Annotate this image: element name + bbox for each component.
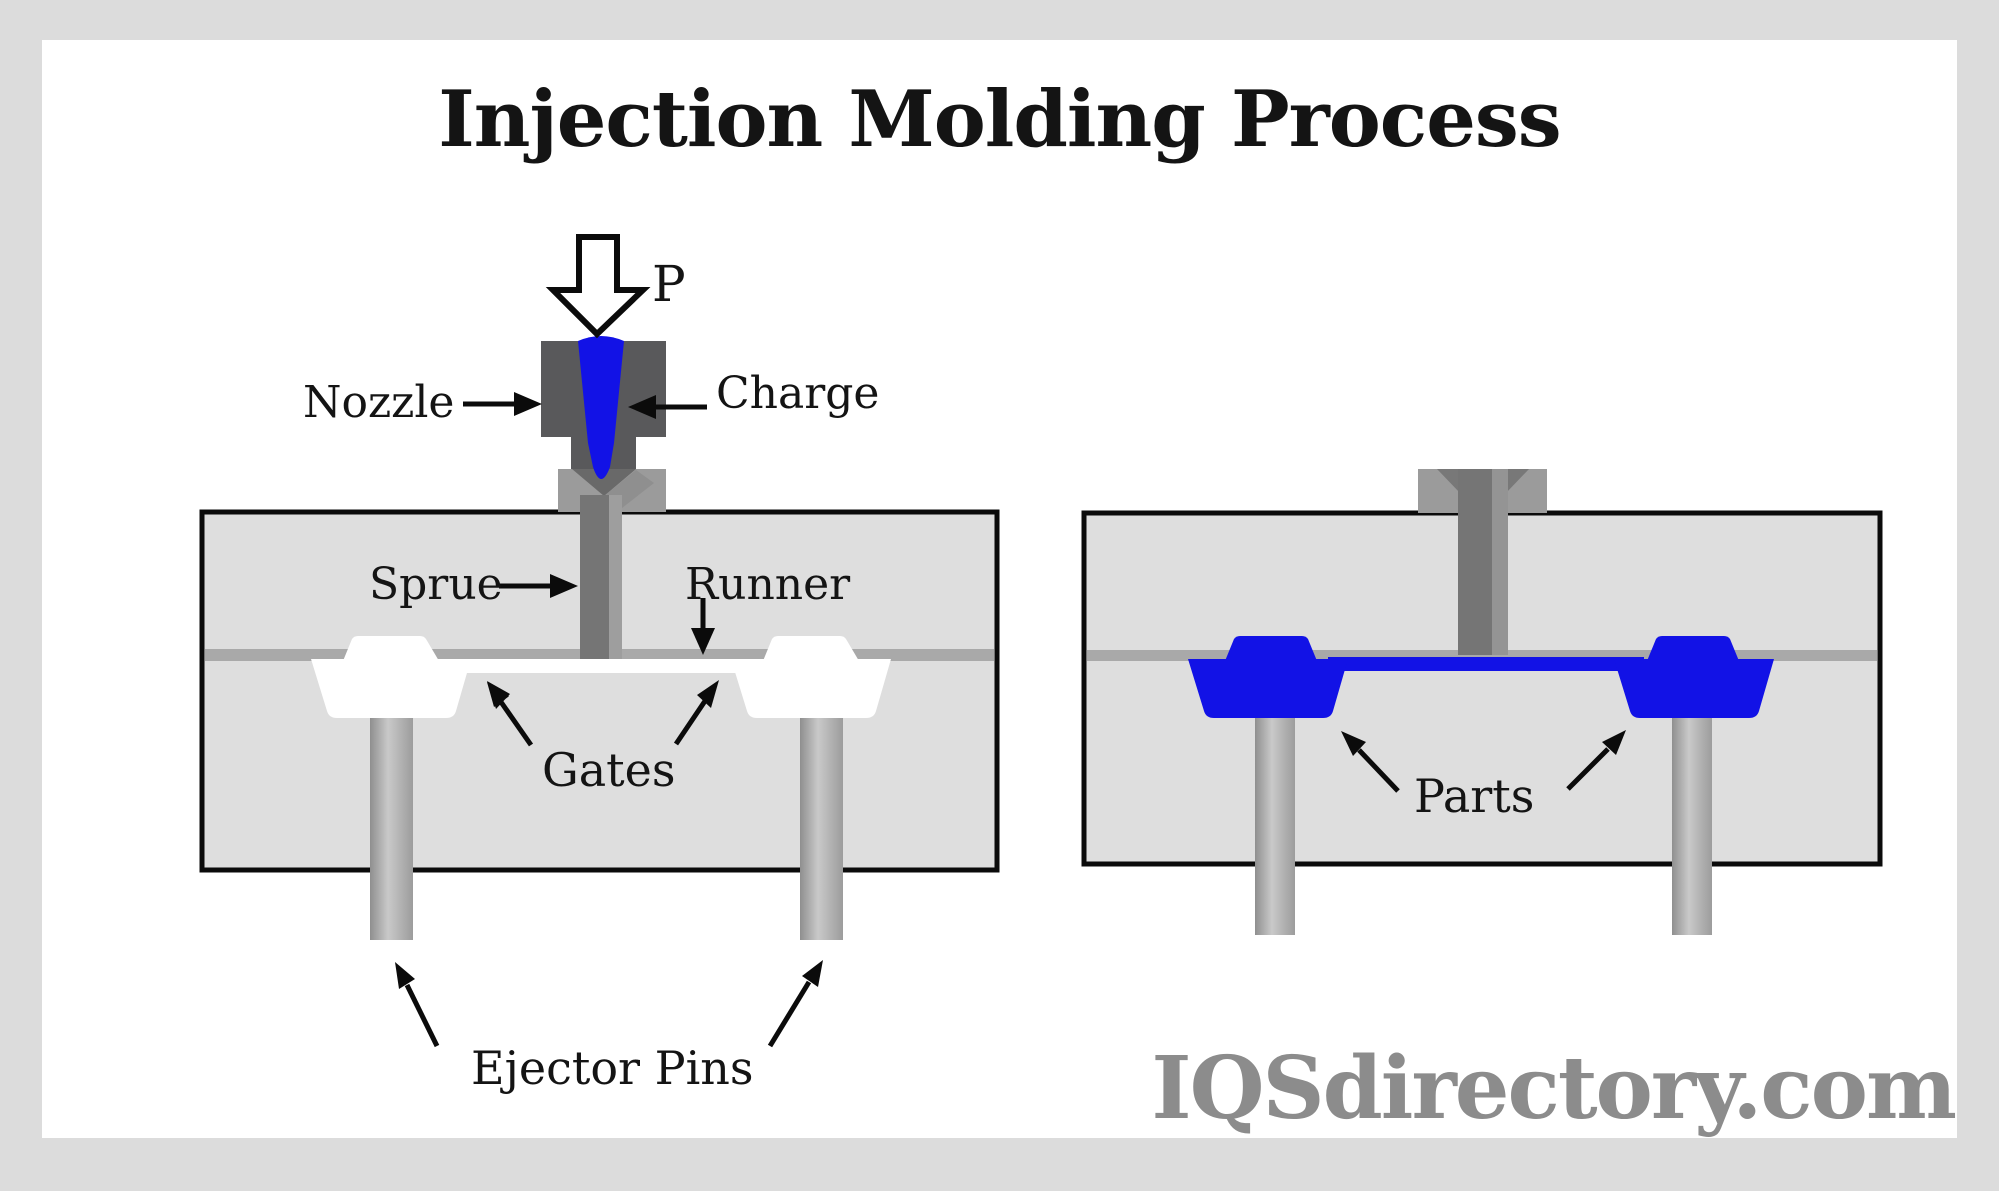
- part-right-boss: [1647, 636, 1739, 661]
- gates-arrow-left: [487, 681, 534, 747]
- runner-label: Runner: [685, 559, 851, 610]
- parting-line-right: [1087, 650, 1877, 661]
- ejector-pins-arrow-right: [767, 960, 823, 1048]
- ejector-pin-right-1: [1255, 712, 1295, 935]
- ejector-pin-left-1: [370, 712, 413, 940]
- cavity-left-body: [311, 659, 471, 718]
- ejector-pin-right-2: [1672, 712, 1712, 935]
- mold-filled-diagram: [1081, 469, 1883, 935]
- nozzle-arrow: [463, 392, 542, 416]
- nozzle-label: Nozzle: [303, 377, 455, 428]
- parts-label: Parts: [1414, 769, 1535, 823]
- cavity-right-boss: [763, 636, 859, 661]
- watermark: IQSdirectory.com: [1151, 1038, 1957, 1139]
- charge-material: [578, 336, 624, 479]
- part-left-body: [1188, 659, 1348, 718]
- sprue-channel-light: [609, 495, 622, 659]
- sprue-label: Sprue: [369, 559, 503, 610]
- part-left-boss: [1225, 636, 1317, 661]
- parts-arrow-right: [1566, 730, 1626, 791]
- cavity-right-body: [731, 659, 891, 718]
- parts-arrow-left: [1341, 731, 1400, 793]
- mold-filling-diagram: [199, 234, 1000, 1048]
- runner-channel: [450, 659, 752, 673]
- ejector-pins-label: Ejector Pins: [471, 1041, 754, 1095]
- sprue-solid-light: [1492, 469, 1508, 655]
- ejector-pin-left-2: [800, 712, 843, 940]
- runner-arrow: [691, 598, 715, 655]
- page-title: Injection Molding Process: [438, 74, 1561, 165]
- sprue-bushing-notch: [572, 469, 636, 496]
- part-right-body: [1614, 659, 1774, 718]
- cavity-left-boss: [343, 636, 439, 661]
- charge-label: Charge: [716, 368, 880, 419]
- ejector-pins-arrow-left: [395, 962, 440, 1048]
- pressure-arrow-icon: [545, 234, 651, 339]
- pressure-label: P: [652, 255, 686, 313]
- sprue-solid-dark: [1458, 469, 1492, 655]
- gates-arrow-right: [673, 680, 719, 746]
- sprue-channel-dark: [580, 495, 609, 659]
- sprue-arrow: [499, 574, 578, 598]
- gates-label: Gates: [542, 743, 676, 797]
- charge-arrow: [628, 395, 707, 419]
- runner-solid: [1328, 657, 1644, 671]
